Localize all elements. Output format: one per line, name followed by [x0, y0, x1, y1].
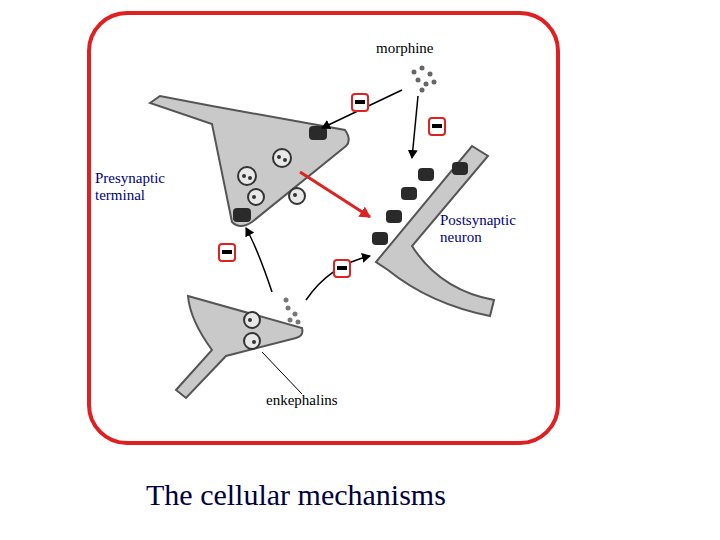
- inhibit-arrow: [306, 256, 370, 300]
- transmission-arrow: [300, 172, 370, 217]
- enkephalin-cell: [176, 296, 302, 398]
- minus-symbol: [219, 94, 445, 277]
- frame: [89, 13, 558, 443]
- inhibit-arrow: [246, 228, 272, 292]
- cell-label: Postsynaptic neuron: [440, 212, 540, 246]
- drug-label: morphine: [376, 40, 456, 57]
- title: The cellular mechanisms: [146, 478, 446, 512]
- cell-label: Presynaptic terminal: [95, 170, 205, 204]
- leader-line: [262, 352, 302, 394]
- presynaptic-cell: [150, 96, 349, 226]
- morphine-dots: [412, 66, 437, 93]
- inhibit-arrow: [412, 96, 418, 158]
- enkephalin-dots: [284, 298, 301, 325]
- inhibit-arrow: [322, 90, 402, 128]
- transmitter-label: enkephalins: [266, 392, 366, 409]
